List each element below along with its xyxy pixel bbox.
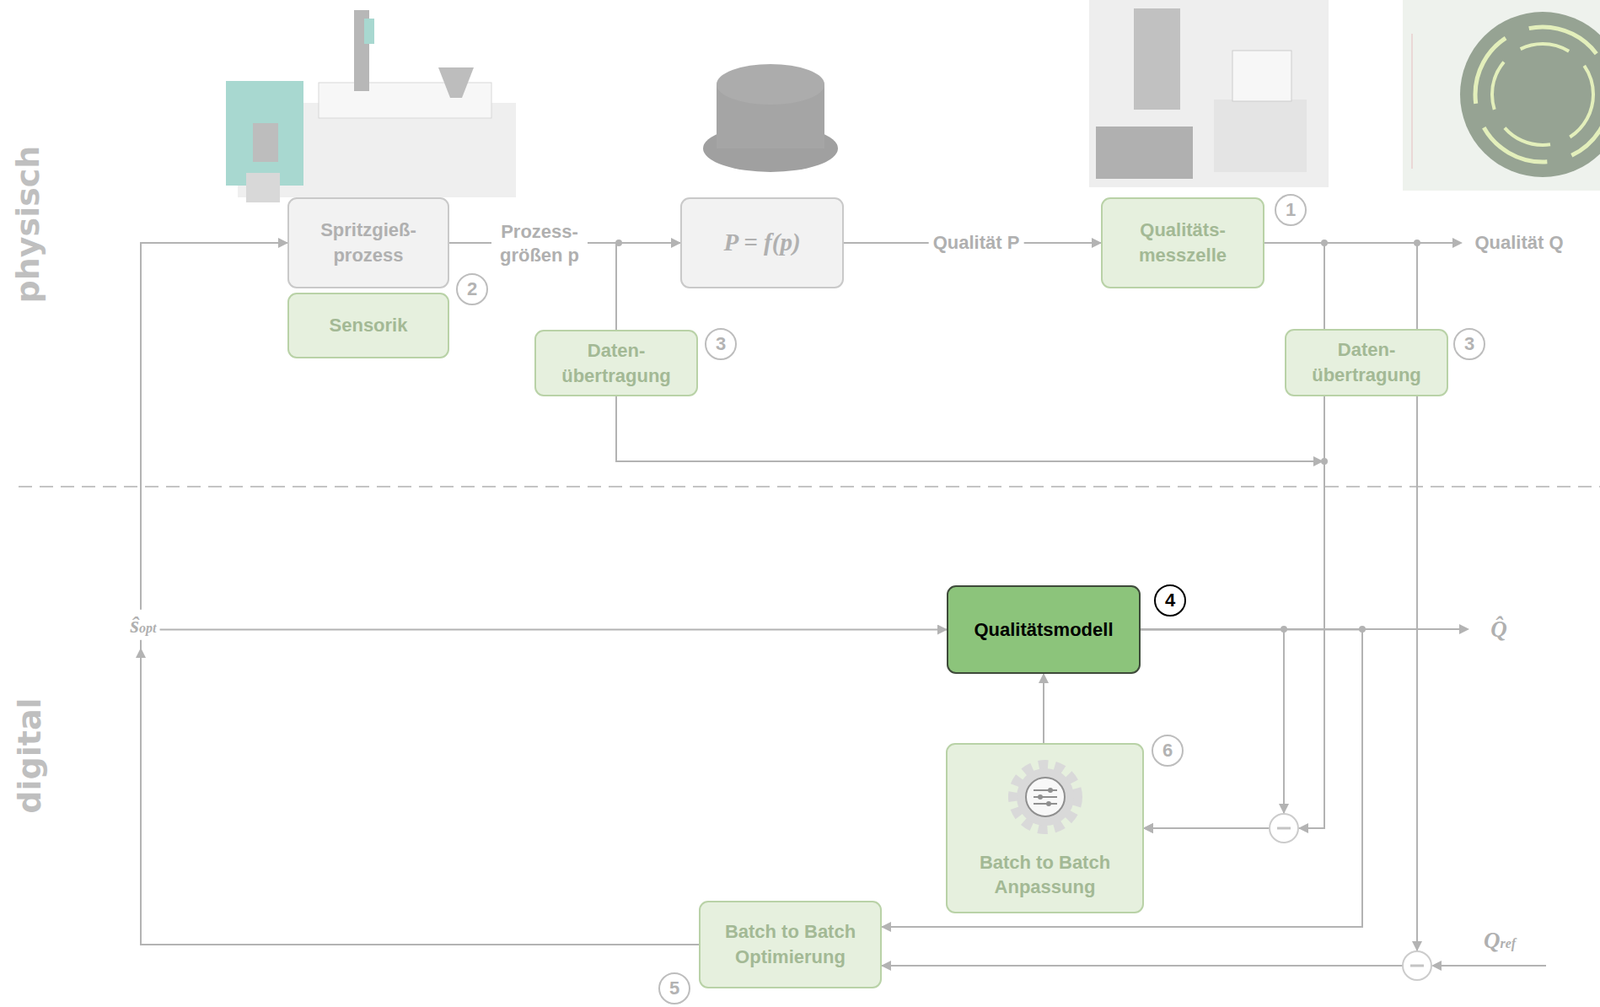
callout-number: 4	[1154, 584, 1187, 617]
output-line	[1264, 241, 1454, 244]
image-contour	[1492, 43, 1594, 145]
machine-cap	[364, 18, 375, 44]
callout-number: 3	[1453, 327, 1486, 360]
junction-dot	[1320, 239, 1328, 247]
connector	[881, 629, 1363, 928]
slider-line	[1033, 789, 1058, 791]
callout-number: 6	[1151, 734, 1184, 767]
reference-line	[1439, 964, 1547, 967]
arrow-head	[1278, 803, 1289, 814]
gear-icon	[1003, 754, 1088, 839]
gear-hub	[1025, 777, 1065, 817]
formula-box: P = f(p)	[680, 197, 844, 289]
signal-label: Q̂	[1490, 615, 1508, 643]
slider-line	[1033, 802, 1058, 805]
callout-number: 1	[1274, 193, 1307, 226]
junction-dots	[615, 239, 1421, 633]
slider-knob	[1037, 794, 1043, 800]
callout-number: 5	[658, 971, 691, 1005]
node-text: Daten- übertragung	[1294, 337, 1439, 387]
signal-label: Qualität P	[928, 229, 1025, 257]
arrow-heads	[135, 237, 1470, 971]
arrow-head	[1298, 822, 1309, 833]
image-contour	[1475, 26, 1600, 162]
section-label: digital	[10, 697, 50, 813]
signal-label: ŝopt	[127, 609, 161, 640]
junction-dot	[1320, 457, 1328, 465]
lab-draft-shield	[1232, 50, 1292, 102]
slider-knob	[1047, 787, 1053, 793]
connector	[140, 629, 947, 945]
part-top	[716, 64, 825, 105]
junction-dot	[1413, 239, 1421, 247]
minus-sign	[1277, 826, 1291, 830]
minus-junction	[1269, 813, 1299, 843]
machine-panel	[252, 123, 279, 162]
slider-line	[1033, 795, 1058, 798]
node-text: P = f(p)	[723, 225, 800, 259]
node-text: Batch to Batch Optimierung	[708, 918, 872, 969]
signal-label: Qualität Q	[1471, 230, 1567, 256]
arrow-head	[1452, 237, 1463, 248]
connector	[140, 242, 699, 945]
sensor-box: Sensorik	[287, 292, 450, 359]
connector	[1140, 629, 1284, 829]
machine-hopper	[438, 67, 474, 98]
junction-dot	[1280, 625, 1288, 633]
summing-circle	[1269, 813, 1299, 843]
lab-photo	[1089, 0, 1329, 188]
model-box: Qualitätsmodell	[946, 585, 1141, 674]
node-text: Daten- übertragung	[544, 338, 688, 388]
minus-sign	[1410, 964, 1424, 967]
callout-number: 2	[456, 273, 489, 306]
measurement-box: Qualitäts- messzelle	[1100, 197, 1265, 289]
lab-background	[1089, 0, 1329, 188]
transfer-box: Daten- übertragung	[534, 329, 698, 397]
signal-label: Qref	[1480, 924, 1520, 956]
molded-part	[703, 64, 838, 172]
output-line	[1140, 628, 1461, 630]
transfer-box: Daten- übertragung	[1284, 328, 1449, 397]
image-part	[1460, 11, 1600, 178]
arrow-head	[1412, 940, 1423, 951]
injection-machine	[225, 10, 516, 203]
divider-line	[18, 485, 1600, 488]
gear-body	[1016, 767, 1074, 826]
node-text: Batch to Batch Anpassung	[955, 849, 1134, 900]
lab-keyboard	[1095, 126, 1193, 179]
node-text: Qualitäts- messzelle	[1111, 217, 1255, 268]
section-label: physisch	[9, 145, 49, 304]
arrow-head	[1459, 623, 1470, 634]
minus-junction	[1402, 950, 1432, 980]
junction-dot	[1358, 625, 1366, 633]
slider-knob	[1046, 800, 1052, 806]
connector	[1042, 673, 1045, 743]
machine-cabinet	[225, 80, 304, 186]
image-dimension	[1412, 33, 1413, 169]
process-box: Spritzgieß- prozess	[287, 197, 450, 289]
optimization-box: Batch to Batch Optimierung	[698, 900, 882, 988]
gear-teeth	[1013, 764, 1078, 829]
arrow-head	[135, 647, 146, 658]
lab-balance	[1213, 99, 1307, 172]
signal-label: Prozess- größen p	[491, 218, 588, 269]
signal-lines	[1140, 242, 1547, 966]
measurement-image	[1402, 0, 1600, 191]
adaptation-box: Batch to Batch Anpassung	[945, 742, 1144, 913]
summing-circle	[1402, 950, 1432, 980]
node-text: Sensorik	[329, 312, 409, 339]
junction-dot	[615, 239, 623, 247]
connector	[1143, 396, 1325, 828]
arrow-head	[1431, 960, 1442, 971]
lab-microscope	[1133, 8, 1181, 110]
connector	[1264, 242, 1325, 329]
node-text: Qualitätsmodell	[973, 617, 1113, 643]
node-text: Spritzgieß- prozess	[297, 217, 440, 268]
callout-number: 3	[704, 327, 737, 360]
machine-foot	[246, 172, 280, 203]
